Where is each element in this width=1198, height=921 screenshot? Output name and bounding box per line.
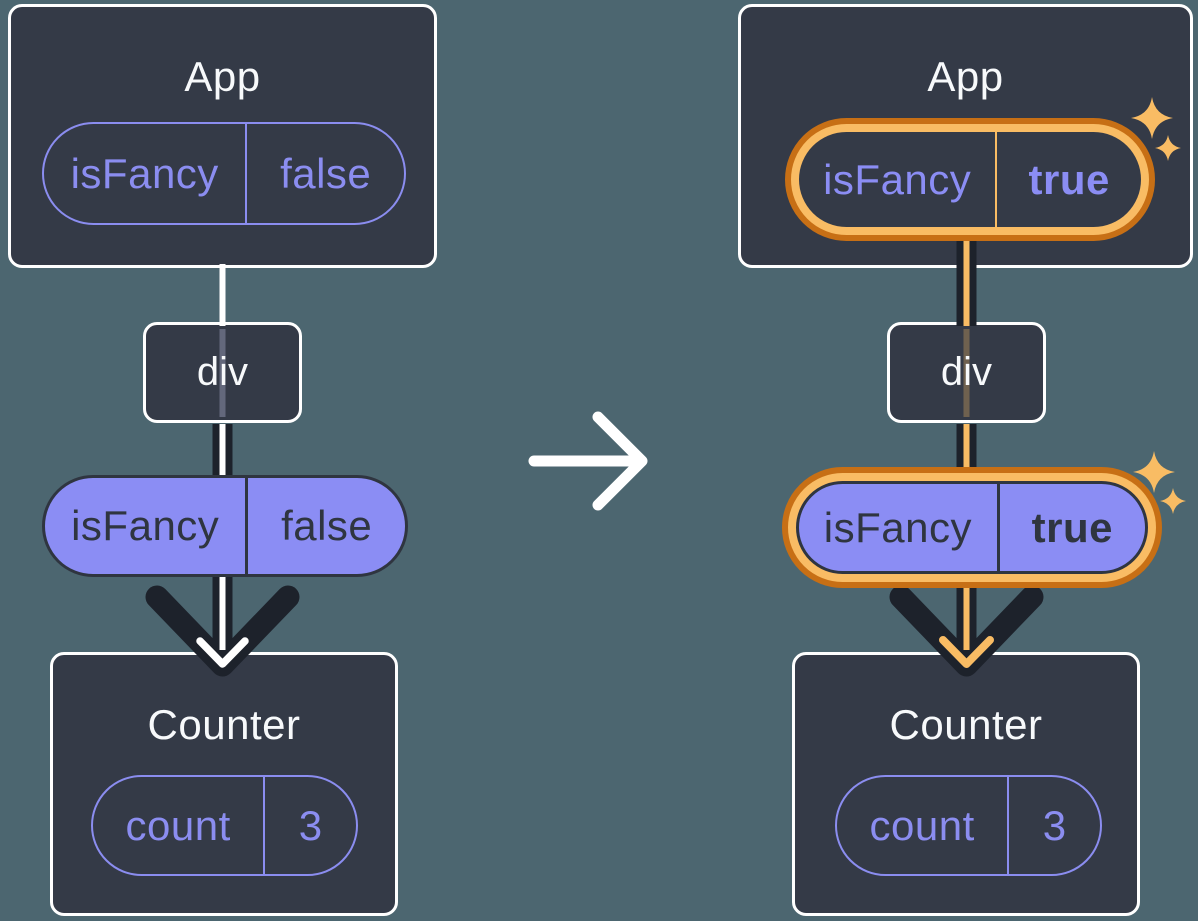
prop-name: isFancy xyxy=(45,478,249,574)
state-value: 3 xyxy=(298,801,323,849)
after-prop-pill: isFancy true xyxy=(796,481,1148,574)
state-name: count xyxy=(93,777,266,874)
before-app-state-pill: isFancy false xyxy=(42,122,406,225)
after-count-pill: count 3 xyxy=(835,775,1102,876)
after-app-state-pill: isFancy true xyxy=(799,132,1141,227)
after-div-label: div xyxy=(940,350,993,394)
after-app-card: App isFancy true xyxy=(738,4,1193,268)
before-count-pill: count 3 xyxy=(91,775,358,876)
prop-value: false xyxy=(281,502,373,549)
state-name: isFancy xyxy=(799,132,998,227)
after-prop-pill-highlight: isFancy true xyxy=(782,467,1162,588)
sparkle-icon xyxy=(1160,488,1186,514)
before-div-label: div xyxy=(196,350,249,394)
before-div-card: div xyxy=(143,322,302,423)
after-div-card: div xyxy=(887,322,1046,423)
prop-name: isFancy xyxy=(799,484,1000,571)
after-counter-card: Counter count 3 xyxy=(792,652,1140,916)
right-arrow-icon-head xyxy=(592,411,648,511)
state-name: count xyxy=(837,777,1010,874)
after-counter-title: Counter xyxy=(889,701,1043,748)
state-value: true xyxy=(1028,155,1110,203)
prop-value: true xyxy=(1031,503,1114,551)
before-prop-pill: isFancy false xyxy=(42,475,408,577)
state-name: isFancy xyxy=(44,124,248,223)
state-value: false xyxy=(280,149,372,197)
before-app-title: App xyxy=(184,53,261,100)
after-app-title: App xyxy=(927,53,1004,100)
before-counter-card: Counter count 3 xyxy=(50,652,398,916)
before-app-card: App isFancy false xyxy=(8,4,437,268)
after-app-state-pill-highlight: isFancy true xyxy=(785,118,1155,241)
state-value: 3 xyxy=(1042,801,1067,849)
before-counter-title: Counter xyxy=(147,701,301,748)
